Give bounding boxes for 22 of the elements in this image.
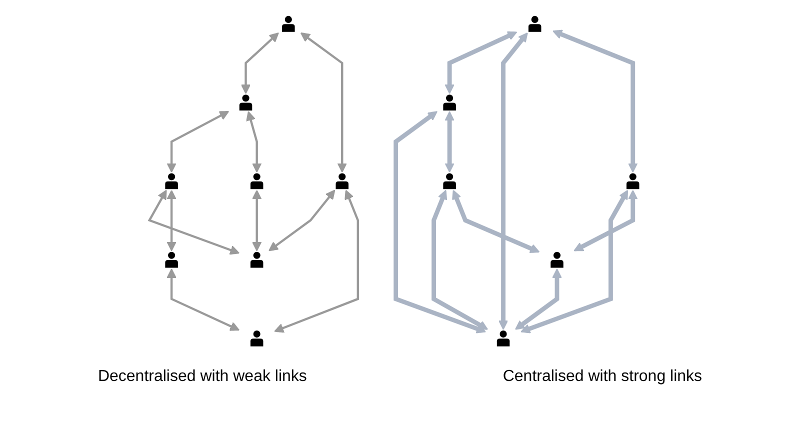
double-arrow — [452, 190, 540, 254]
double-arrow — [444, 31, 518, 94]
double-arrow — [166, 190, 176, 252]
double-arrow — [300, 32, 347, 173]
double-arrow — [394, 111, 486, 334]
double-arrow — [268, 190, 336, 252]
double-arrow — [498, 32, 528, 330]
double-arrow — [166, 110, 230, 173]
double-arrow — [520, 190, 628, 334]
double-arrow — [148, 190, 240, 255]
double-arrow — [246, 111, 262, 173]
double-arrow — [252, 190, 262, 252]
double-arrow — [514, 268, 562, 330]
double-arrow — [444, 111, 454, 173]
double-arrow — [240, 32, 279, 94]
double-arrow — [552, 30, 638, 173]
double-arrow — [432, 190, 488, 330]
double-arrow — [274, 190, 360, 333]
caption-text: Decentralised with weak links — [98, 368, 307, 386]
double-arrow — [166, 268, 240, 331]
double-arrow — [574, 190, 638, 252]
caption-text: Centralised with strong links — [502, 368, 702, 386]
